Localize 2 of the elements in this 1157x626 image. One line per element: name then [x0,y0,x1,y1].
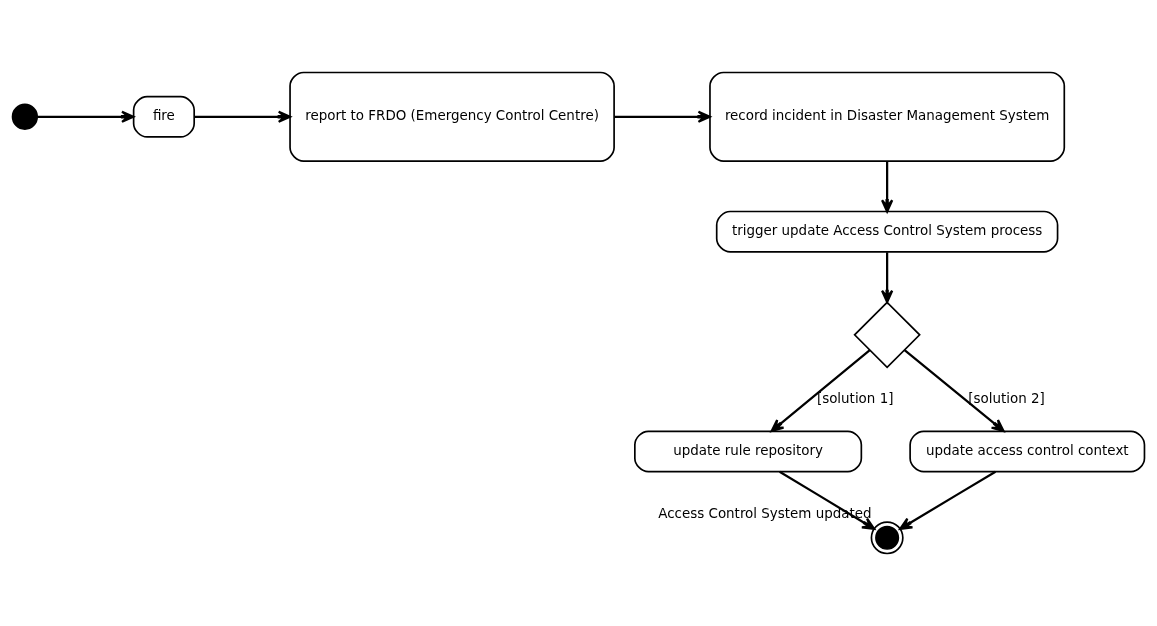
edge-label: [solution 1] [816,390,894,406]
edge-label: [solution 2] [968,390,1045,406]
